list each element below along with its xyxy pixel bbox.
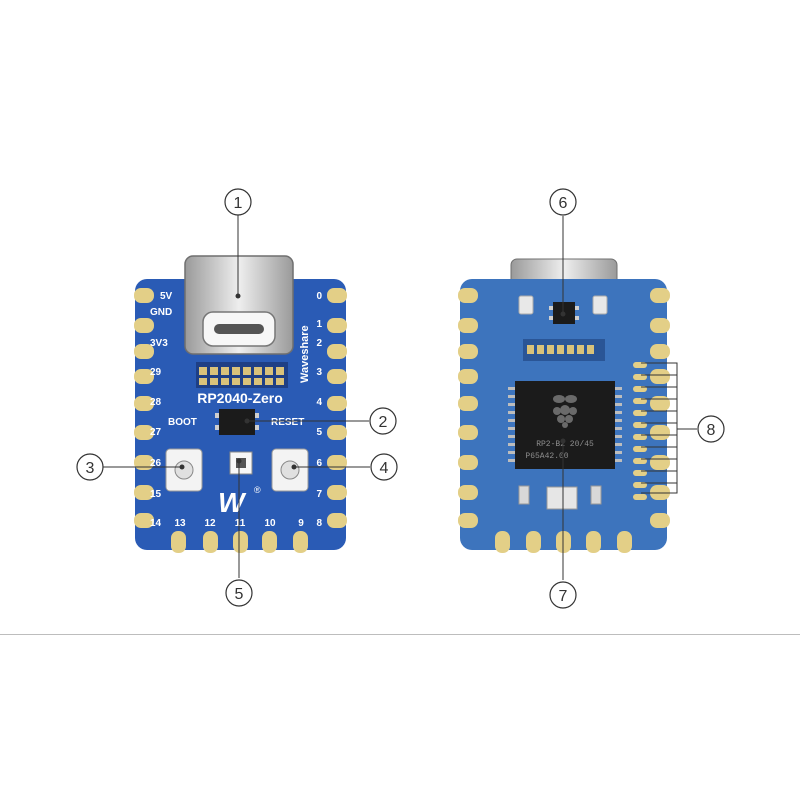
callout-6-label: 6: [559, 195, 568, 212]
callout-2: 2: [369, 407, 397, 435]
front-ic: [215, 409, 259, 435]
pin-label-5: 5: [316, 427, 322, 438]
pin-label-3v3: 3V3: [150, 338, 168, 349]
boot-button: [165, 448, 203, 492]
pin-label-5v: 5V: [160, 291, 173, 302]
callout-8-label: 8: [707, 422, 716, 439]
pin-label-1: 1: [316, 319, 322, 330]
callout-4-label: 4: [380, 460, 389, 477]
front-left-pads: [134, 288, 154, 528]
back-left-pads: [458, 288, 478, 528]
callout-7-label: 7: [559, 588, 568, 605]
pin-label-26: 26: [150, 458, 162, 469]
front-board: W ® RP2040-Zero BOOT RESET Waveshare 5V …: [134, 255, 347, 553]
pin-label-7: 7: [316, 489, 322, 500]
pin-label-4: 4: [316, 397, 322, 408]
front-bottom-pads: [171, 531, 308, 553]
bottom-divider: [0, 634, 800, 635]
chip-line2: P65A42.00: [525, 452, 568, 461]
pin-label-28: 28: [150, 397, 162, 408]
pin-label-27: 27: [150, 427, 162, 438]
pin-label-15: 15: [150, 489, 162, 500]
pin-label-10: 10: [264, 518, 276, 529]
back-smd-parts: [518, 485, 602, 510]
callout-1-label: 1: [234, 195, 243, 212]
callout-3-label: 3: [86, 460, 95, 477]
logo-glyph: W: [218, 487, 247, 518]
pin-label-9: 9: [298, 518, 304, 529]
boot-label: BOOT: [168, 417, 197, 428]
logo-mark: ®: [254, 485, 261, 495]
back-right-pads: [650, 288, 670, 528]
pin-label-29: 29: [150, 367, 162, 378]
pin-label-gnd: GND: [150, 307, 172, 318]
pin-label-6: 6: [316, 458, 322, 469]
reset-button: [271, 448, 309, 492]
back-board: RP2-B2 20/45 P65A42.00: [458, 258, 670, 553]
callout-7: 7: [549, 581, 577, 609]
front-right-pads: [327, 288, 347, 528]
pin-label-0: 0: [316, 291, 322, 302]
back-header-row: [523, 339, 605, 361]
callout-dots: [179, 293, 566, 470]
rp2040-chip: RP2-B2 20/45 P65A42.00: [508, 381, 622, 469]
pin-label-13: 13: [174, 518, 186, 529]
back-bottom-pads: [495, 531, 632, 553]
waveshare-logo: W ®: [218, 485, 261, 518]
callout-4: 4: [370, 453, 398, 481]
callout-2-label: 2: [379, 414, 388, 431]
callout-6: 6: [549, 188, 577, 216]
pin-label-3: 3: [316, 367, 322, 378]
chip-line1: RP2-B2 20/45: [536, 440, 594, 449]
pin-label-14: 14: [150, 518, 162, 529]
callout-5-label: 5: [235, 586, 244, 603]
callout-8: 8: [697, 415, 725, 443]
pin-label-11: 11: [235, 518, 246, 529]
callout-5: 5: [225, 579, 253, 607]
raspberry-logo-icon: [553, 395, 577, 428]
callout-lines: [103, 215, 697, 580]
board-name-label: RP2040-Zero: [197, 390, 283, 406]
front-header-row: [196, 362, 288, 388]
pin-label-2: 2: [316, 338, 322, 349]
usb-c-connector: [184, 255, 294, 355]
reset-label: RESET: [271, 417, 304, 428]
callout-3: 3: [76, 453, 104, 481]
pin-label-8: 8: [316, 518, 322, 529]
rgb-led: [229, 451, 253, 475]
callout-1: 1: [224, 188, 252, 216]
pin-label-12: 12: [204, 518, 216, 529]
brand-vertical-label: Waveshare: [299, 325, 311, 383]
